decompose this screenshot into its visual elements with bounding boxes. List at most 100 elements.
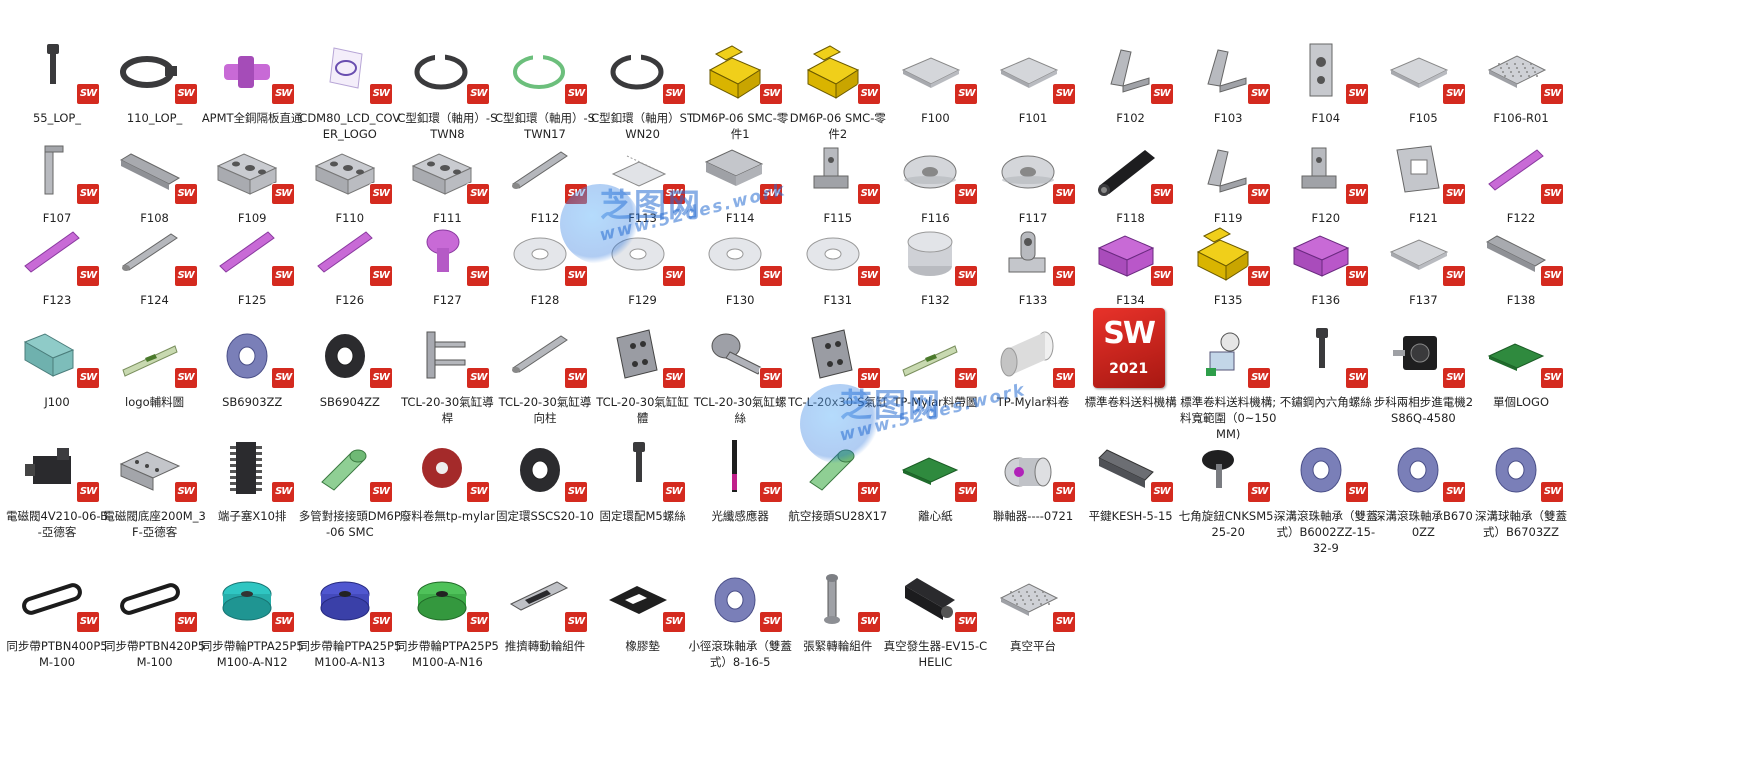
solidworks-badge-icon: SW xyxy=(1150,482,1173,502)
file-thumbnail: SW xyxy=(1479,220,1563,286)
solidworks-badge-icon: SW xyxy=(1443,84,1466,104)
solidworks-badge-icon: SW xyxy=(272,184,295,204)
solidworks-badge-icon: SW xyxy=(662,612,685,632)
solidworks-badge-icon: SW xyxy=(1248,368,1271,388)
solidworks-badge-icon: SW xyxy=(1248,482,1271,502)
file-thumbnail: SW xyxy=(405,436,490,502)
file-name-label: F132 xyxy=(921,293,950,307)
